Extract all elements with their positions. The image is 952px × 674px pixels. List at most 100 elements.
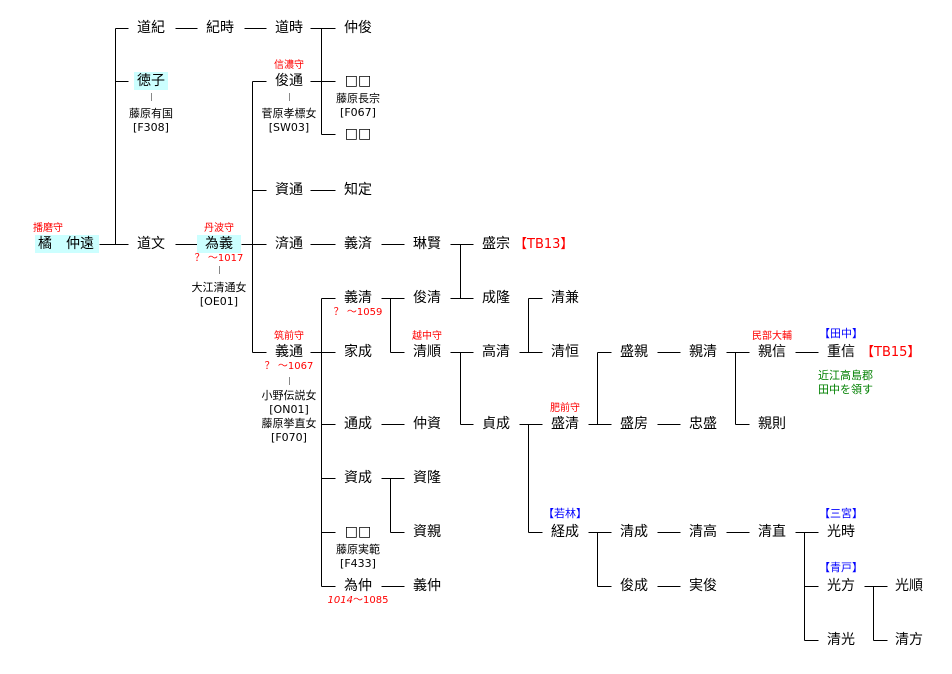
person-nakasuke[interactable]: 仲資: [413, 416, 441, 432]
person-toshikiyo[interactable]: 俊清: [413, 290, 441, 306]
office-title: 民部大輔: [752, 331, 792, 342]
person-kiyokane[interactable]: 清兼: [551, 290, 579, 306]
marriage-mark: [151, 93, 152, 101]
person-kiyonori[interactable]: 清順: [413, 344, 441, 360]
spouse-line: 菅原孝標女: [261, 107, 317, 120]
person-tamenaka[interactable]: 為仲: [344, 578, 372, 594]
person-morichika[interactable]: 盛親: [620, 344, 648, 360]
person-chikanobu[interactable]: 親信: [758, 344, 786, 360]
office-title: 播磨守: [33, 223, 63, 234]
person-tsunenari[interactable]: 経成: [551, 524, 579, 540]
spouse-line: [SW03]: [268, 121, 310, 134]
clan-name: 【青戸】: [819, 561, 863, 574]
person-toshimichi[interactable]: 俊通: [275, 73, 303, 89]
person-naritaka[interactable]: 成隆: [482, 290, 510, 306]
person-tomosada[interactable]: 知定: [344, 182, 372, 198]
spouse-line: 藤原長宗: [336, 92, 380, 105]
person-kiyonari[interactable]: 清成: [620, 524, 648, 540]
person-mitsutoki[interactable]: 光時: [827, 524, 855, 540]
person-sukemichi[interactable]: 資通: [275, 182, 303, 198]
person-nakatoshi[interactable]: 仲俊: [344, 20, 372, 36]
life-dates: ？ ～1059: [333, 307, 383, 318]
spouse-info: 藤原有国[F308]: [129, 107, 173, 135]
person-morimune[interactable]: 盛宗: [482, 236, 510, 252]
person-yoshinaka[interactable]: 義仲: [413, 578, 441, 594]
person-kiyotaka[interactable]: 清高: [689, 524, 717, 540]
person-yoshikiyo[interactable]: 義清: [344, 290, 372, 306]
office-title: 越中守: [412, 331, 442, 342]
office-title: 丹波守: [204, 223, 234, 234]
person-michinari[interactable]: 通成: [344, 416, 372, 432]
person-tachibana[interactable]: 橘 仲遠: [35, 235, 99, 253]
spouse-line: 藤原実範: [336, 543, 380, 556]
person-takakiyo[interactable]: 高清: [482, 344, 510, 360]
spouse-info: 菅原孝標女[SW03]: [262, 107, 317, 135]
spouse-info: 藤原長宗[F067]: [336, 92, 380, 120]
person-mitsukata[interactable]: 光方: [827, 578, 855, 594]
spouse-line: 大江清通女: [191, 281, 247, 294]
person-kiyokata[interactable]: 清方: [895, 632, 923, 648]
person-noritoki[interactable]: 紀時: [206, 20, 234, 36]
person-narimichi[interactable]: 済通: [275, 236, 303, 252]
life-dates: ？ ～1017: [194, 253, 244, 264]
clan-name: 【若林】: [543, 507, 587, 520]
spouse-line: [F070]: [271, 431, 307, 444]
person-sukenari[interactable]: 資成: [344, 470, 372, 486]
person-sadanari[interactable]: 貞成: [482, 416, 510, 432]
reference-link[interactable]: 【TB13】: [514, 237, 574, 252]
person-tameyoshi[interactable]: 為義: [197, 235, 241, 253]
person-tadamori[interactable]: 忠盛: [689, 416, 717, 432]
spouse-info: 大江清通女[OE01]: [192, 281, 247, 309]
person-chikanori[interactable]: 親則: [758, 416, 786, 432]
spouse-line: 藤原有国: [129, 107, 173, 120]
person-yoshimichi[interactable]: 義通: [275, 344, 303, 360]
person-suketaka[interactable]: 資隆: [413, 470, 441, 486]
spouse-info: 小野伝説女[ON01]藤原挙直女[F070]: [262, 389, 317, 445]
residence-note: 近江高島郡田中を領す: [818, 369, 873, 397]
person-tokuko[interactable]: 徳子: [134, 72, 168, 90]
person-michitoki[interactable]: 道時: [275, 20, 303, 36]
spouse-line: [ON01]: [269, 403, 309, 416]
spouse-line: [F308]: [133, 121, 169, 134]
marriage-mark: [289, 93, 290, 101]
person-sanetoshi[interactable]: 実俊: [689, 578, 717, 594]
spouse-line: [F067]: [340, 106, 376, 119]
person-kiyonao[interactable]: 清直: [758, 524, 786, 540]
office-title: 肥前守: [550, 403, 580, 414]
person-yoshizumi[interactable]: 義済: [344, 236, 372, 252]
person-unknown2[interactable]: □□: [344, 126, 372, 142]
life-dates: ？ ～1067: [264, 361, 314, 372]
person-toshinari[interactable]: 俊成: [620, 578, 648, 594]
person-unknown3[interactable]: □□: [344, 524, 372, 540]
note-line: 近江高島郡: [818, 369, 873, 382]
clan-name: 【田中】: [819, 327, 863, 340]
spouse-line: [F433]: [340, 557, 376, 570]
note-line: 田中を領す: [818, 383, 873, 396]
death-year: ～1085: [353, 595, 389, 606]
reference-link[interactable]: 【TB15】: [861, 345, 921, 360]
spouse-line: [OE01]: [199, 295, 239, 308]
marriage-mark: [289, 377, 290, 385]
person-unknown1[interactable]: □□: [344, 73, 372, 89]
person-shigenobu[interactable]: 重信: [827, 344, 855, 360]
person-chikakiyo[interactable]: 親清: [689, 344, 717, 360]
marriage-mark: [219, 266, 220, 274]
life-dates: 1014～1085: [328, 596, 389, 606]
person-michinori[interactable]: 道紀: [137, 20, 165, 36]
person-kiyomitsu[interactable]: 清光: [827, 632, 855, 648]
person-ienari[interactable]: 家成: [344, 344, 372, 360]
person-kiyotsune[interactable]: 清恒: [551, 344, 579, 360]
person-mitsuyori[interactable]: 光順: [895, 578, 923, 594]
person-sukechika[interactable]: 資親: [413, 524, 441, 540]
spouse-info: 藤原実範[F433]: [336, 543, 380, 571]
birth-year: 1014: [327, 595, 353, 606]
office-title: 信濃守: [274, 60, 304, 71]
spouse-line: 小野伝説女: [261, 389, 317, 402]
person-rinken[interactable]: 琳賢: [413, 236, 441, 252]
spouse-line: 藤原挙直女: [261, 417, 317, 430]
person-michifumi[interactable]: 道文: [137, 236, 165, 252]
person-morifusa[interactable]: 盛房: [620, 416, 648, 432]
person-morikiyo[interactable]: 盛清: [551, 416, 579, 432]
